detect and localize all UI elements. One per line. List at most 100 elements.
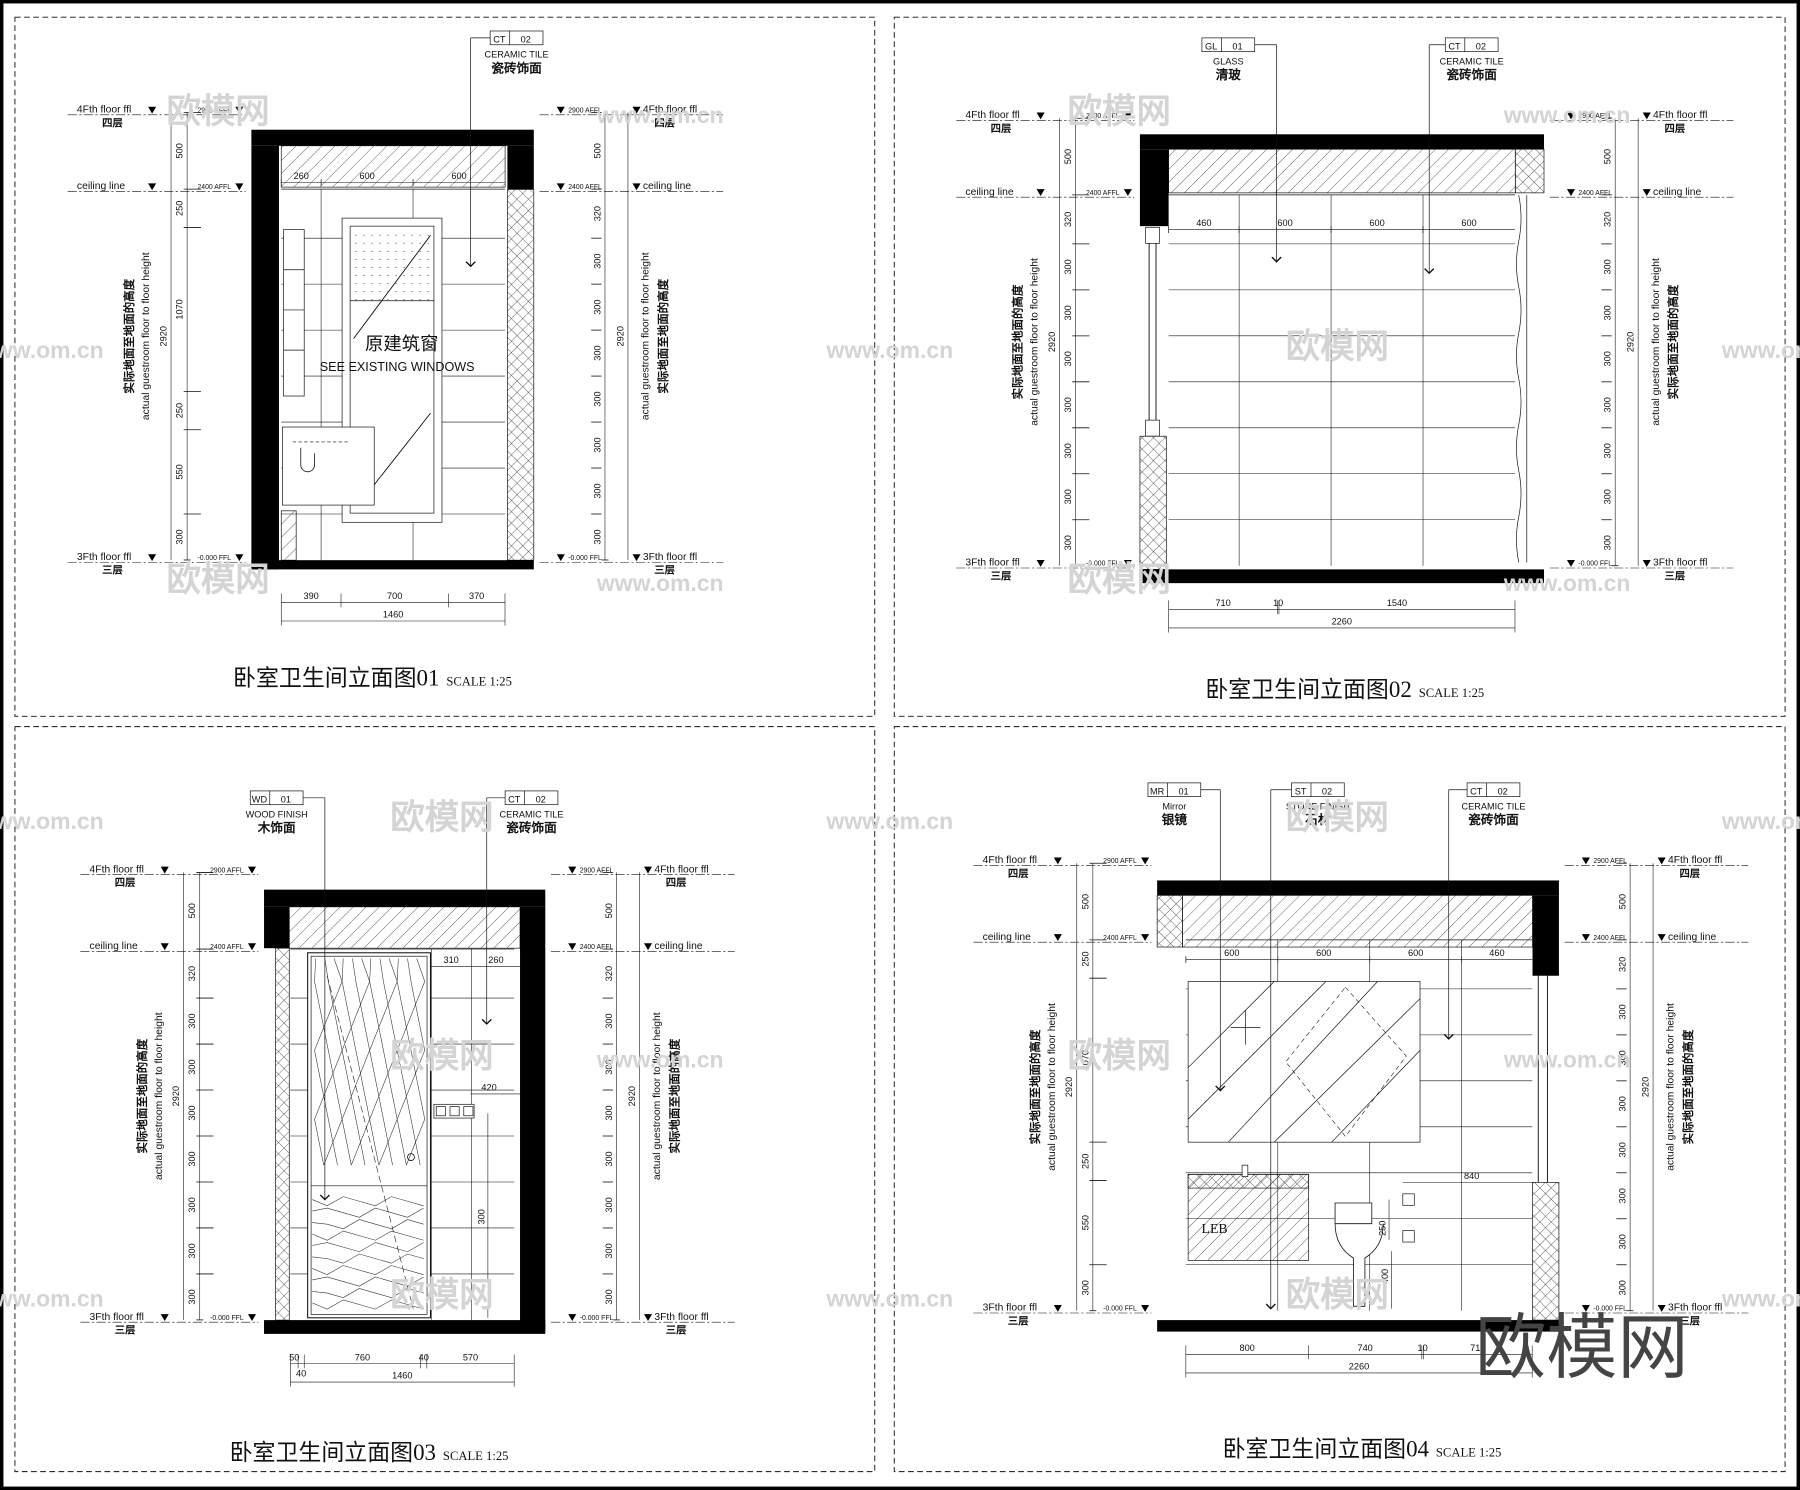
dot-pattern (419, 242, 421, 244)
dimension-text: 300 (1603, 351, 1613, 366)
dimension-total-text: 1460 (383, 610, 403, 620)
watermark-logo: 欧模网 (1286, 328, 1389, 366)
level-label-cn: 三层 (1665, 570, 1686, 582)
watermark-url: www.om.cn (596, 570, 724, 596)
mirror-reflection (1187, 981, 1275, 1068)
dot-pattern (387, 290, 389, 293)
dot-pattern (403, 282, 405, 285)
level-elevation: 2900 AFFL (197, 107, 231, 114)
level-label: ceiling line (983, 932, 1031, 943)
dimension-text: 300 (604, 1059, 614, 1074)
dimension-text: 840 (1464, 1171, 1479, 1181)
watermark-url: www.om.cn (1503, 1047, 1631, 1073)
height-note-cn: 实际地面至地面的高度 (1666, 284, 1680, 399)
dot-pattern (403, 290, 405, 293)
dot-pattern (371, 258, 373, 261)
grain-line (312, 1196, 424, 1207)
tag-material-en: GLASS (1213, 56, 1244, 66)
glass-mark (353, 235, 431, 339)
level-elevation: 2900 AFFL (1086, 113, 1120, 120)
dimension-text: 700 (387, 591, 402, 601)
level-label-cn: 三层 (654, 565, 675, 577)
dot-pattern (387, 242, 389, 244)
level-label: 4Fth floor ffl (90, 864, 144, 875)
dot-pattern (371, 274, 373, 277)
dot-pattern (419, 258, 421, 261)
panel-frame (893, 16, 1786, 717)
drawing-title-text: 卧室卫生间立面图03 (230, 1440, 436, 1465)
level-elevation: 2900 AFFL (210, 867, 244, 874)
dimension-text: 500 (592, 143, 602, 158)
ceiling-void-hatch (288, 906, 521, 949)
tag-material-cn: 石材 (1304, 812, 1331, 827)
level-label: 4Fth floor ffl (965, 110, 1019, 121)
dot-pattern (395, 242, 397, 244)
dimension-text: 300 (604, 1243, 614, 1258)
grain-line (312, 1207, 424, 1218)
dimension-text: 300 (1063, 351, 1073, 366)
level-label: ceiling line (654, 941, 702, 952)
tag-code: CT (508, 794, 521, 804)
level-elevation: 2900 AFFL (1593, 858, 1627, 865)
structural-wall (1139, 134, 1545, 150)
level-elevation: 2400 AFFL (1578, 190, 1612, 197)
dot-pattern (379, 250, 381, 252)
tag-material-en: WOOD FINISH (246, 809, 308, 819)
dimension-text: 1540 (1387, 598, 1407, 608)
dimension-text: 300 (187, 1059, 197, 1074)
dot-pattern (395, 250, 397, 252)
total-height-text: 2920 (615, 326, 625, 346)
grain-line (312, 1276, 424, 1287)
level-elevation: 2900 AFFL (568, 107, 602, 114)
tag-number: 01 (1178, 786, 1188, 796)
masonry-hatch (275, 947, 290, 1321)
dot-pattern (355, 299, 357, 301)
drawing-scale: SCALE 1:25 (1419, 686, 1485, 700)
drawing-scale: SCALE 1:25 (446, 674, 512, 688)
dimension-text: 570 (463, 1352, 478, 1362)
dimension-text: 500 (604, 903, 614, 918)
dot-pattern (355, 234, 357, 236)
dimension-text: 300 (604, 1105, 614, 1120)
dot-pattern (403, 274, 405, 277)
height-note-cn: 实际地面至地面的高度 (667, 1038, 681, 1153)
height-note-cn: 实际地面至地面的高度 (135, 1038, 149, 1153)
dot-pattern (427, 242, 429, 244)
dimension-text: 320 (592, 206, 602, 221)
door-leaf (307, 952, 432, 1319)
total-height-text: 2920 (171, 1086, 181, 1106)
dot-pattern (419, 250, 421, 252)
dot-pattern (387, 266, 389, 269)
structural-wall (264, 889, 546, 907)
dot-pattern (419, 234, 421, 236)
dimension-text: 300 (187, 1105, 197, 1120)
level-label: ceiling line (1653, 187, 1701, 198)
level-label: 4Fth floor ffl (983, 855, 1037, 866)
dimension-text: 760 (355, 1352, 370, 1362)
total-height-text: 2920 (1064, 1077, 1074, 1097)
panel-frame (893, 726, 1786, 1473)
level-elevation: -0.000 FFL (568, 555, 602, 562)
height-note-cn: 实际地面至地面的高度 (122, 278, 136, 393)
height-note-en: actual guestroom floor to floor height (1030, 258, 1041, 426)
watermark-logo: 欧模网 (1286, 799, 1389, 837)
dimension-text: 300 (592, 299, 602, 314)
dimension-text: 300 (1603, 489, 1613, 504)
level-label: 4Fth floor ffl (643, 104, 697, 115)
level-label-cn: 四层 (102, 117, 123, 129)
dot-pattern (403, 250, 405, 252)
height-note-cn: 实际地面至地面的高度 (1011, 284, 1025, 399)
level-elevation: 2400 AFFL (1086, 190, 1120, 197)
structural-wall (1532, 895, 1559, 976)
dot-pattern (395, 274, 397, 277)
